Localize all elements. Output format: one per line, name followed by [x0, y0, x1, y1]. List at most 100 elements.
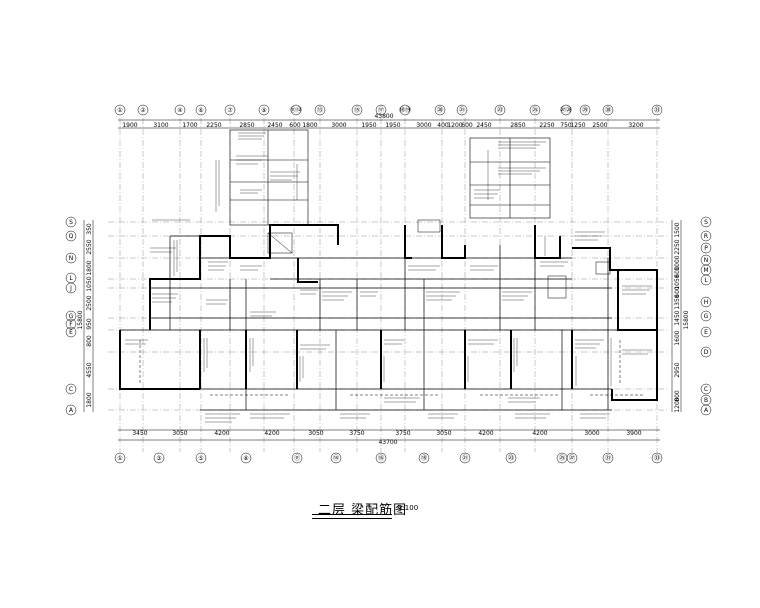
annotation-cluster	[125, 219, 190, 345]
axis-label: E	[704, 329, 708, 336]
dim-label: 1200	[447, 122, 462, 129]
top-dimension-labels: 1900 3100 1700 2250 2850 2450 600 1800 3…	[122, 122, 643, 129]
dim-label: 4200	[214, 430, 229, 437]
dim-label: 3050	[436, 430, 451, 437]
dim-label: 1000	[674, 255, 681, 270]
axis-label: Q	[69, 233, 74, 240]
left-axis-labels: S Q N L J G F E C A	[69, 219, 74, 414]
dim-label: 2850	[239, 122, 254, 129]
dim-label: 2250	[539, 122, 554, 129]
dim-label: 3000	[331, 122, 346, 129]
axis-label: ㉗	[569, 454, 575, 462]
dim-label: 400	[437, 122, 449, 129]
axis-label: ㉚	[605, 106, 611, 114]
axis-label: D	[704, 349, 709, 356]
dim-label: 2450	[267, 122, 282, 129]
dim-label: 350	[86, 223, 93, 235]
dim-label: 4200	[532, 430, 547, 437]
left-dimension-labels: 350 2550 1800 1050 2500 950 800 4550 180…	[77, 223, 93, 408]
dim-label: 1050	[86, 276, 93, 291]
dim-label: 3000	[584, 430, 599, 437]
axis-label: ⑳	[437, 106, 443, 114]
axis-label: S	[704, 219, 708, 226]
right-dimension-chain	[671, 220, 682, 412]
annotation-cluster	[300, 289, 378, 350]
dim-label: 2500	[86, 295, 93, 310]
dim-label: 1800	[302, 122, 317, 129]
axis-label: ㉕	[559, 454, 565, 462]
annotation-cluster	[236, 132, 300, 194]
axis-label: P	[704, 245, 708, 252]
annotation-cluster	[384, 265, 460, 403]
axis-label: ②	[140, 107, 146, 114]
dim-label: 750	[560, 122, 572, 129]
dim-label: 1500	[674, 222, 681, 237]
bottom-axis-labels: ① ③ ⑤ ⑧ ⑪ ⑭ ⑯ ⑱ ㉑ ㉓ ㉕ ㉗ ㉛ ㉝	[117, 454, 660, 462]
top-total-dimension: 43800	[374, 113, 393, 120]
axis-label: N	[69, 255, 74, 262]
floor-outline	[119, 224, 658, 401]
top-axis-bubbles	[114, 104, 663, 116]
dim-label: 4200	[264, 430, 279, 437]
bottom-dimension-labels: 3450 3050 4200 4200 3050 3750 3750 3050 …	[132, 430, 641, 437]
axis-label: J	[69, 285, 72, 292]
dim-label: 600	[674, 286, 681, 298]
dim-label: 4550	[86, 362, 93, 377]
dim-label: 3750	[349, 430, 364, 437]
axis-label: H	[704, 299, 709, 306]
dim-label: 2950	[674, 362, 681, 377]
upper-left-tower	[229, 129, 309, 226]
upper-right-tower	[469, 137, 551, 219]
dim-label: 3050	[172, 430, 187, 437]
title-underline	[312, 514, 392, 519]
dim-label: 800	[86, 335, 93, 347]
axis-label: ⑱⑲	[399, 106, 411, 114]
dim-label: 3050	[308, 430, 323, 437]
dim-label: 3750	[395, 430, 410, 437]
axis-label: A	[69, 407, 74, 414]
vertical-annotations	[173, 150, 612, 386]
dim-label: 1700	[182, 122, 197, 129]
axis-label: C	[69, 386, 73, 393]
dim-label: 1050	[674, 274, 681, 289]
axis-label: B	[704, 397, 708, 404]
dim-label: 4200	[478, 430, 493, 437]
dim-label: 1950	[361, 122, 376, 129]
dim-label: 1950	[385, 122, 400, 129]
dim-label: 2550	[86, 239, 93, 254]
interior-beams	[120, 235, 657, 411]
axis-label: N	[704, 257, 709, 264]
dim-label: 2450	[476, 122, 491, 129]
drawing-scale: 1:100	[398, 504, 419, 512]
dim-label: 1600	[674, 330, 681, 345]
top-axis-labels: ① ② ④ ⑥ ⑦ ⑨ ⑪⑫ ⑬ ⑮ ⑰ ⑱⑲ ⑳ ㉑ ㉓ ㉕ ㉗㉘ ㉙ ㉚ ㉝	[117, 106, 660, 114]
bottom-dimension-chain	[118, 429, 660, 441]
axis-label: G	[704, 313, 709, 320]
axis-label: ⑯	[378, 454, 384, 462]
axis-label: L	[69, 275, 73, 282]
dim-label: 1350	[674, 294, 681, 309]
dim-label: 3900	[626, 430, 641, 437]
dim-label: 2850	[510, 122, 525, 129]
dim-label: 1800	[86, 260, 93, 275]
axis-label: L	[704, 277, 708, 284]
dim-label: 1450	[674, 310, 681, 325]
dim-label: 3000	[416, 122, 431, 129]
dim-label: 950	[86, 318, 93, 330]
dim-label: 1200	[674, 397, 681, 412]
top-dimension-chain	[118, 119, 660, 129]
dim-label: 2500	[592, 122, 607, 129]
axis-label: ㉗㉘	[560, 106, 572, 114]
dim-label: 3100	[153, 122, 168, 129]
axis-label: ⑤	[198, 455, 203, 462]
annotation-cluster	[468, 265, 540, 403]
axis-label: ⑦	[227, 107, 233, 114]
axis-label: ⑨	[261, 107, 266, 114]
axis-label: ①	[117, 107, 122, 114]
annotation-cluster	[474, 141, 546, 199]
dim-label: 600	[289, 122, 301, 129]
annotation-cluster	[205, 413, 550, 423]
right-dimension-labels: 1500 2250 1000 600 1050 600 1350 1450 16…	[674, 222, 690, 412]
annotation-cluster	[206, 261, 276, 317]
secondary-beams	[139, 340, 645, 396]
